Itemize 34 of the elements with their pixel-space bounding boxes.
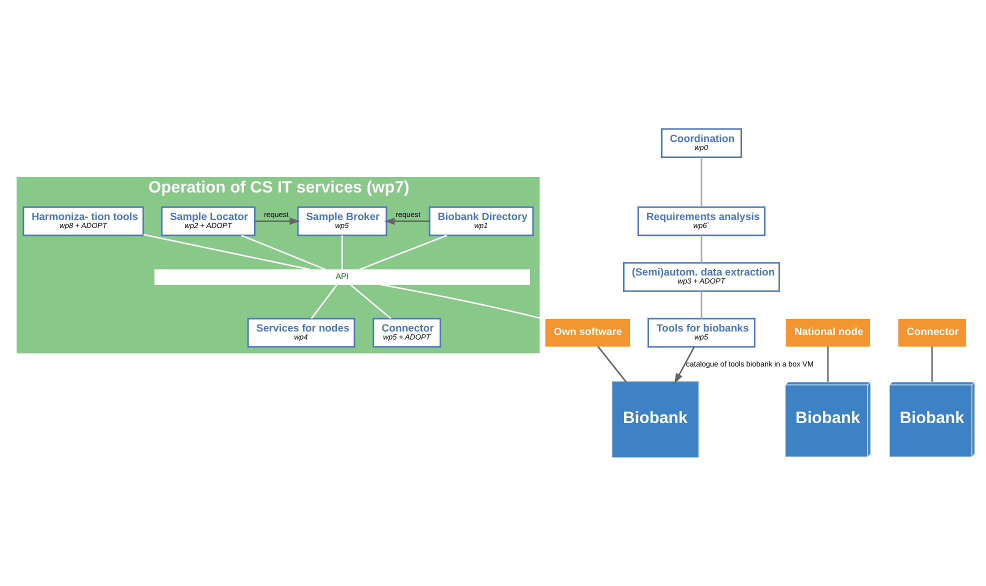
node-box: Sample Broker wp5	[297, 206, 388, 236]
node-box: Coordination wp0	[660, 128, 742, 158]
connector	[597, 346, 627, 382]
connector	[700, 158, 702, 207]
connector	[827, 346, 829, 382]
arrow	[254, 218, 300, 225]
connector	[359, 234, 448, 270]
node-box: Biobank	[612, 382, 698, 458]
connector	[143, 234, 310, 270]
connector	[341, 235, 343, 270]
connector	[310, 284, 338, 320]
connector	[700, 235, 702, 263]
node-box: Requirements analysis wp6`	[638, 206, 766, 236]
node-box: Connector wp5 + ADOPT	[372, 318, 442, 348]
edge-label: request	[396, 210, 420, 219]
edge-label: catalogue of tools biobank in a box VM	[686, 359, 814, 368]
connector	[931, 346, 933, 382]
node-box: Services for nodes wp4	[247, 318, 356, 348]
node-box: Own software	[545, 319, 630, 347]
node-box: National node	[786, 319, 870, 347]
connector	[241, 234, 326, 270]
node-box: Biobank Directory wp1	[428, 206, 534, 236]
node-box: Tools for biobanks wp5	[648, 318, 756, 348]
connector	[350, 284, 392, 320]
connector	[380, 284, 546, 320]
node-box: Connector	[898, 319, 966, 347]
arrow	[674, 346, 695, 384]
node-box: Harmoniza- tion tools wp8 + ADOPT	[22, 206, 144, 236]
arrow	[384, 218, 430, 225]
edge-label: request	[264, 210, 289, 219]
node-box: (Semi)autom. data extraction wp3 + ADOPT	[623, 262, 780, 292]
node-box: API	[154, 269, 530, 285]
connector	[700, 291, 702, 319]
node-box: Sample Locator wp2 + ADOPT	[161, 206, 256, 236]
